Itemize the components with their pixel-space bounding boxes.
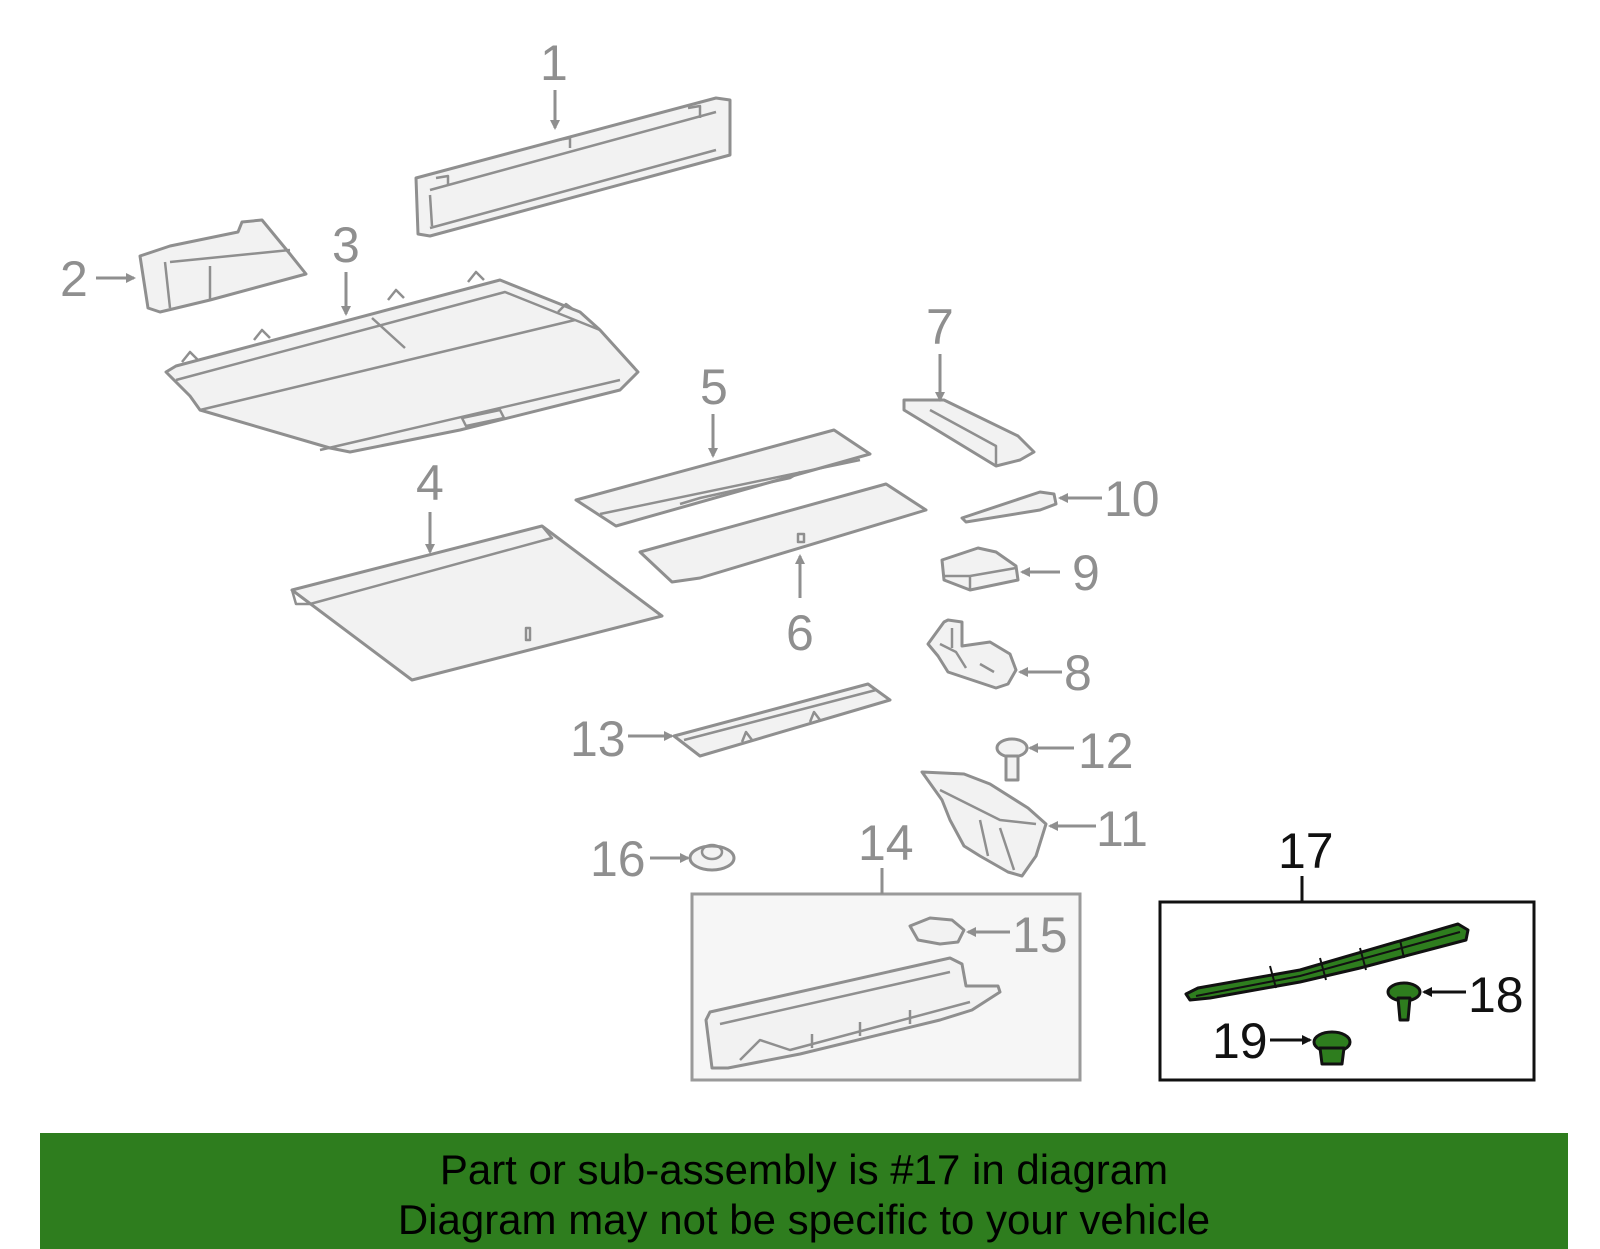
callout-15: 15 <box>1012 907 1068 963</box>
part-4-shape[interactable] <box>290 524 664 682</box>
notice-banner: Part or sub-assembly is #17 in diagram D… <box>40 1133 1568 1249</box>
part-9-shape[interactable] <box>940 546 1020 592</box>
banner-line-2: Diagram may not be specific to your vehi… <box>397 1196 1211 1243</box>
part-13-shape[interactable] <box>672 682 892 758</box>
part-16-shape[interactable] <box>688 843 736 872</box>
callout-4: 4 <box>416 455 444 511</box>
part-17-shape[interactable] <box>1184 922 1470 1002</box>
callout-12: 12 <box>1078 723 1134 779</box>
banner-line-1: Part or sub-assembly is #17 in diagram <box>439 1146 1169 1193</box>
part-18-shape[interactable] <box>1386 981 1422 1022</box>
part-15-shape[interactable] <box>908 916 966 946</box>
callout-9: 9 <box>1072 545 1100 601</box>
callout-19: 19 <box>1212 1013 1268 1069</box>
part-11-shape[interactable] <box>920 770 1048 878</box>
part-6-shape[interactable] <box>638 482 928 584</box>
part-2-shape[interactable] <box>138 218 308 314</box>
callout-2: 2 <box>60 251 88 307</box>
part-8-shape[interactable] <box>926 618 1018 690</box>
part-17-group-box <box>1158 900 1536 1082</box>
callout-10: 10 <box>1104 471 1160 527</box>
part-19-shape[interactable] <box>1312 1030 1352 1066</box>
callout-5: 5 <box>700 359 728 415</box>
callout-18: 18 <box>1468 967 1524 1023</box>
callout-6: 6 <box>786 605 814 661</box>
part-3-shape[interactable] <box>164 270 640 454</box>
callout-17: 17 <box>1278 823 1334 879</box>
callout-16: 16 <box>590 831 646 887</box>
part-1-shape[interactable] <box>414 96 732 238</box>
callout-3: 3 <box>332 217 360 273</box>
callout-11: 11 <box>1096 801 1148 857</box>
callout-7: 7 <box>926 299 954 355</box>
callout-13: 13 <box>570 711 626 767</box>
part-12-shape[interactable] <box>995 737 1029 782</box>
part-7-shape[interactable] <box>902 398 1036 468</box>
part-14-shape[interactable] <box>704 956 1002 1070</box>
callout-1: 1 <box>540 35 568 91</box>
callout-8: 8 <box>1064 645 1092 701</box>
callout-14: 14 <box>858 815 914 871</box>
part-10-shape[interactable] <box>960 490 1058 524</box>
part-5-shape[interactable] <box>574 428 872 528</box>
